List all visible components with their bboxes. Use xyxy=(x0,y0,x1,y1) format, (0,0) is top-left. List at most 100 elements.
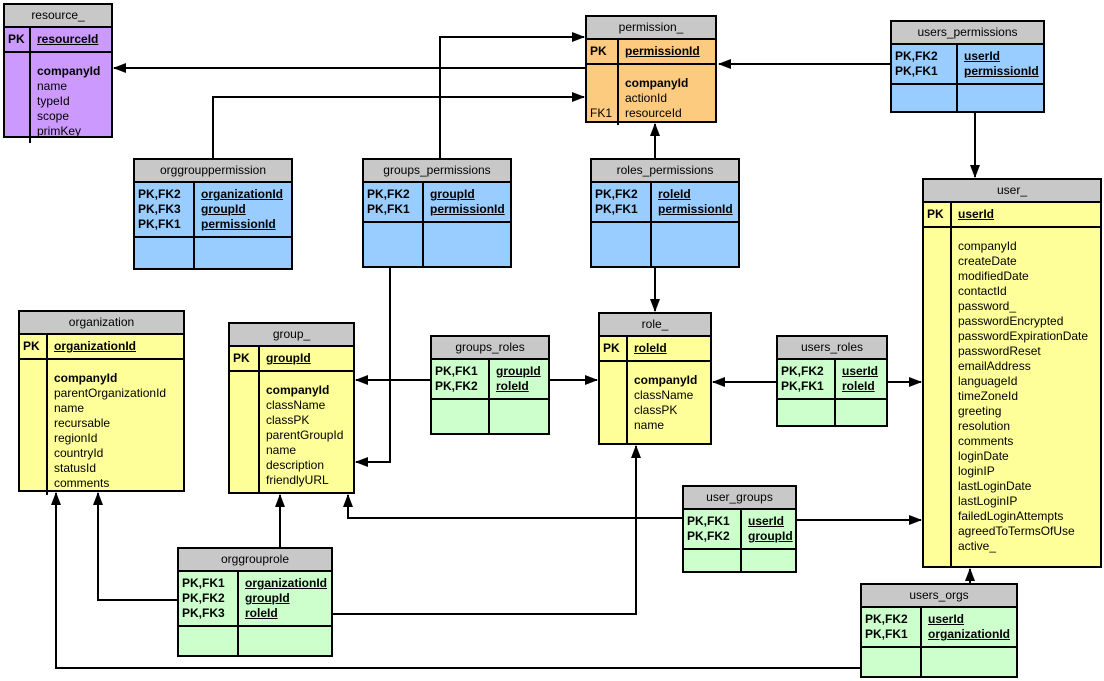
key-field: groupId xyxy=(748,529,793,543)
body-fk-label xyxy=(927,239,950,254)
connector-orggrouprole--role_ xyxy=(333,445,641,615)
body-field: companyId xyxy=(37,64,101,78)
body-field: passwordReset xyxy=(958,344,1041,358)
connector-users_orgs--organization xyxy=(51,492,860,669)
key-field: permissionId xyxy=(658,202,733,216)
body-field: comments xyxy=(54,476,110,490)
key-label: PK xyxy=(8,32,25,46)
body-fk-label xyxy=(927,404,950,419)
key-field: roleId xyxy=(634,341,667,355)
body-field: name xyxy=(54,401,85,415)
table-user_groups-header: user_groups xyxy=(684,487,795,510)
body-fk-label xyxy=(233,383,258,398)
key-label: PK,FK2 xyxy=(687,529,730,543)
body-fk-label xyxy=(927,449,950,464)
body-field: comments xyxy=(958,434,1014,448)
key-field: roleId xyxy=(658,187,691,201)
key-label-column: PK xyxy=(587,40,619,63)
body-field: statusId xyxy=(54,461,97,475)
body-fk-label xyxy=(927,464,950,479)
body-label-column xyxy=(592,223,652,266)
table-group_-header: group_ xyxy=(230,324,353,347)
key-label: PK,FK1 xyxy=(895,64,938,78)
body-fk-label xyxy=(927,479,950,494)
key-field: organizationId xyxy=(245,576,327,590)
body-field: contactId xyxy=(958,284,1007,298)
body-field: regionId xyxy=(54,431,98,445)
key-label: PK,FK2 xyxy=(182,591,225,605)
key-label: PK,FK2 xyxy=(367,187,410,201)
body-field-column xyxy=(424,223,510,266)
body-field: companyId xyxy=(634,373,698,387)
key-field: userId xyxy=(928,612,965,626)
body-field: classPK xyxy=(634,403,678,417)
key-field-column: resourceId xyxy=(31,28,111,51)
key-field: permissionId xyxy=(625,44,700,58)
connector-groups_permissions--permission_ xyxy=(439,32,585,158)
body-field: actionId xyxy=(625,91,668,105)
key-field: resourceId xyxy=(37,32,99,46)
table-groups_roles-header: groups_roles xyxy=(432,337,548,360)
body-field-column xyxy=(652,223,738,266)
key-field: userId xyxy=(958,207,995,221)
table-resource_-key-section: PK resourceId xyxy=(5,28,111,51)
key-label: PK xyxy=(603,341,620,355)
key-label: PK,FK1 xyxy=(595,202,638,216)
table-users_orgs-header: users_orgs xyxy=(862,585,1016,608)
key-field: roleId xyxy=(842,379,875,393)
body-fk-label xyxy=(233,473,258,488)
key-field-column: organizationId xyxy=(48,335,183,358)
key-field: organizationId xyxy=(54,339,136,353)
body-field-column xyxy=(195,238,291,268)
body-fk-label xyxy=(927,299,950,314)
table-orggrouprole-header: orggrouprole xyxy=(179,549,331,572)
table-users_permissions-header: users_permissions xyxy=(892,22,1043,45)
key-field: organizationId xyxy=(201,187,283,201)
key-label: PK,FK2 xyxy=(865,612,908,626)
body-fk-label xyxy=(23,386,46,401)
body-field: lastLoginDate xyxy=(958,479,1032,493)
body-field: loginDate xyxy=(958,449,1009,463)
key-label-column: PK xyxy=(600,337,628,360)
key-label: PK,FK2 xyxy=(138,187,181,201)
body-field-column xyxy=(742,550,795,571)
key-label: PK xyxy=(23,339,40,353)
key-label: PK,FK1 xyxy=(138,217,181,231)
body-fk-label xyxy=(590,91,617,106)
body-label-column xyxy=(924,228,952,566)
body-label-column xyxy=(600,362,628,443)
body-label-column xyxy=(179,627,239,655)
table-users_roles-header: users_roles xyxy=(778,337,886,360)
table-permission_-header: permission_ xyxy=(587,17,715,40)
key-label: PK xyxy=(927,207,944,221)
